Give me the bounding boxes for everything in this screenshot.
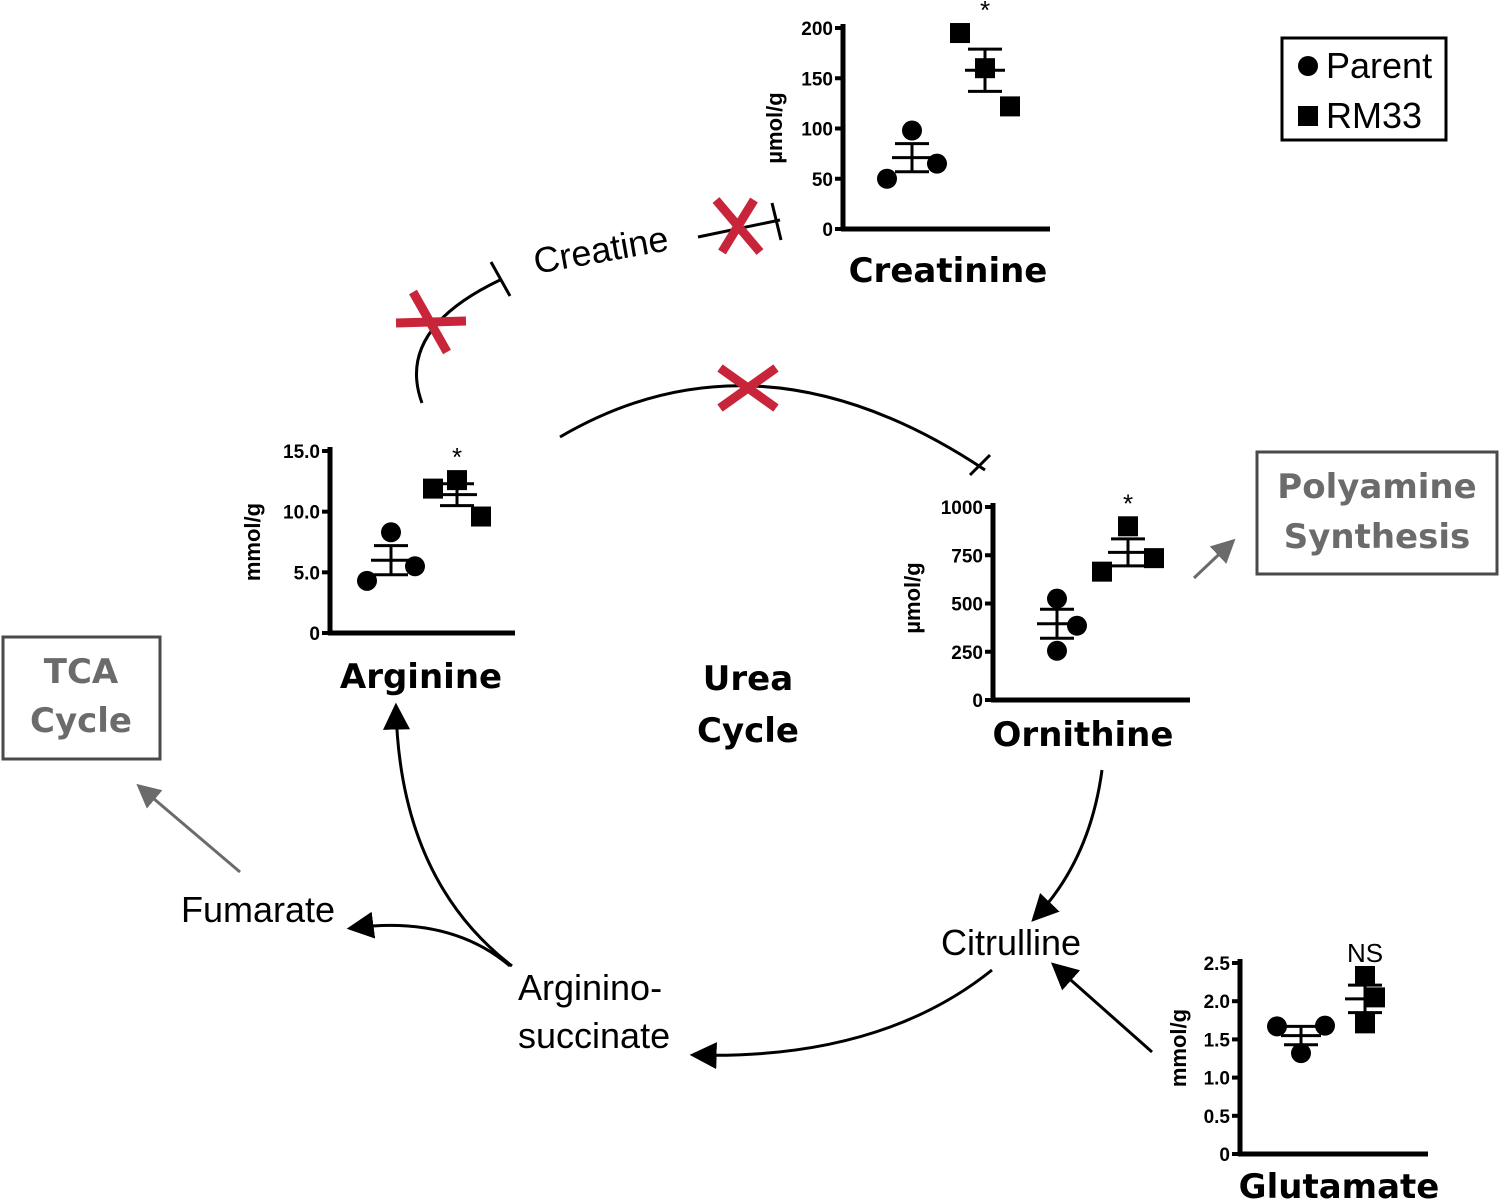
y-tick-label: 2.0 — [1204, 992, 1230, 1013]
citrulline-label: Citrulline — [941, 922, 1081, 963]
data-point-parent — [381, 522, 401, 543]
chart-title: Ornithine — [993, 715, 1174, 755]
y-tick-label: 0 — [1219, 1145, 1230, 1166]
chart-title: Glutamate — [1239, 1167, 1440, 1202]
data-point-rm33 — [950, 23, 970, 44]
y-tick-label: 1.0 — [1204, 1069, 1230, 1090]
y-tick-label: 1000 — [941, 498, 983, 519]
legend: Parent RM33 — [1280, 36, 1448, 142]
y-tick-label: 500 — [951, 595, 983, 616]
y-tick-label: 250 — [951, 643, 983, 664]
ornithine-to-citrulline-arrow — [1031, 769, 1104, 922]
y-tick-label: 5.0 — [294, 563, 320, 584]
legend-square-marker — [1298, 106, 1318, 126]
ornithine-to-polyamine-arrow — [1192, 538, 1236, 580]
data-point-parent — [1291, 1043, 1311, 1064]
y-tick-label: 50 — [812, 170, 833, 191]
inhibition-x-mark-creatinine — [712, 197, 764, 255]
data-point-parent — [357, 570, 377, 591]
y-axis-label: mmol/g — [1166, 1009, 1191, 1087]
arginine-to-ornithine-arc — [559, 384, 986, 472]
y-tick-label: 10.0 — [283, 503, 320, 524]
data-point-parent — [1315, 1015, 1335, 1036]
significance-marker: * — [1123, 488, 1133, 518]
data-point-parent — [1067, 615, 1087, 636]
chart-title: Arginine — [340, 657, 502, 697]
creatine-inhibition-bar — [489, 261, 512, 297]
legend-label-parent: Parent — [1326, 45, 1432, 86]
argininosuccinate-label-line1: Arginino- — [518, 967, 662, 1008]
y-axis-label: mmol/g — [240, 503, 265, 581]
inhibition-x-mark-creatine — [395, 289, 467, 355]
significance-marker: * — [980, 0, 990, 25]
data-point-parent — [1047, 588, 1067, 609]
citrulline-to-argininosuccinate-arrow — [689, 968, 993, 1070]
data-point-rm33 — [1000, 96, 1020, 117]
inhibition-x-mark-ornithine — [717, 364, 779, 412]
data-point-rm33 — [471, 506, 491, 527]
y-axis-label: µmol/g — [900, 562, 925, 633]
data-point-parent — [877, 168, 897, 189]
legend-box — [1280, 36, 1448, 142]
chart-title: Creatinine — [849, 251, 1048, 291]
data-point-rm33 — [1365, 987, 1385, 1008]
y-tick-label: 0 — [972, 691, 983, 712]
urea-cycle-label-line2: Cycle — [697, 711, 799, 751]
y-tick-label: 0.5 — [1204, 1107, 1231, 1128]
data-point-parent — [1267, 1016, 1287, 1037]
argininosuccinate-to-fumarate-arrow — [346, 911, 511, 968]
glutamate-to-citrulline-arrow — [1050, 962, 1153, 1054]
legend-circle-marker — [1298, 56, 1318, 76]
y-tick-label: 1.5 — [1204, 1030, 1231, 1051]
significance-marker: * — [452, 442, 462, 472]
polyamine-label-line2: Synthesis — [1284, 517, 1471, 557]
data-point-rm33 — [1355, 1013, 1375, 1034]
fumarate-label: Fumarate — [181, 889, 335, 930]
creatinine-inhibition-bar — [770, 202, 783, 241]
y-tick-label: 0 — [822, 220, 833, 241]
y-axis-label: µmol/g — [762, 92, 787, 163]
y-tick-label: 200 — [801, 19, 833, 40]
data-point-rm33 — [1144, 548, 1164, 569]
creatine-label: Creatine — [530, 218, 671, 282]
significance-marker: NS — [1347, 938, 1383, 968]
data-point-parent — [902, 120, 922, 141]
data-point-rm33 — [1092, 561, 1112, 582]
y-tick-label: 15.0 — [283, 442, 320, 463]
tca-cycle-box — [1, 635, 162, 761]
arginine-to-creatine-arc — [414, 278, 501, 404]
ornithine-inhibition-bar — [968, 453, 992, 477]
y-tick-label: 2.5 — [1204, 954, 1231, 975]
data-point-rm33 — [1118, 516, 1138, 537]
urea-cycle-label-line1: Urea — [703, 659, 793, 699]
data-point-rm33 — [1355, 965, 1375, 986]
fumarate-to-tca-arrow — [136, 783, 241, 874]
y-tick-label: 100 — [801, 120, 833, 141]
y-tick-label: 0 — [309, 624, 320, 645]
argininosuccinate-to-arginine-arrow — [383, 702, 513, 968]
y-tick-label: 750 — [951, 546, 983, 567]
polyamine-label-line1: Polyamine — [1277, 467, 1476, 507]
data-point-parent — [1047, 640, 1067, 661]
polyamine-synthesis-box — [1255, 450, 1499, 576]
legend-label-rm33: RM33 — [1326, 95, 1422, 136]
y-tick-label: 150 — [801, 69, 833, 90]
tca-label-line1: TCA — [44, 652, 119, 692]
tca-label-line2: Cycle — [30, 701, 132, 741]
argininosuccinate-label-line2: succinate — [518, 1015, 670, 1056]
